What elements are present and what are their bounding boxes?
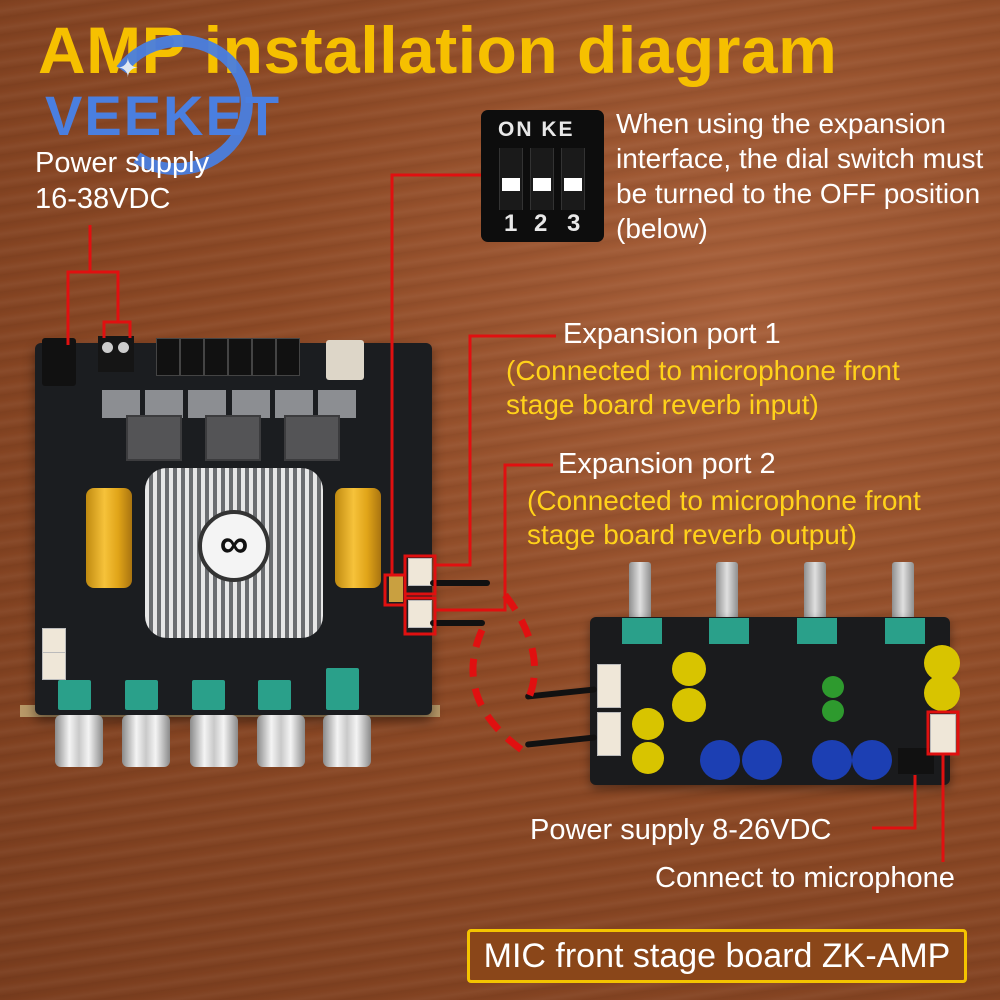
fan-icon: ∞ xyxy=(198,510,270,582)
mic-pot-shaft xyxy=(629,562,651,624)
logo-text: VEEKET xyxy=(45,84,282,147)
cable-port-2 xyxy=(430,620,485,626)
dip-number-3: 3 xyxy=(567,210,581,237)
dip-knob-1 xyxy=(502,178,520,191)
diagram-title: AMP installation diagram xyxy=(38,13,838,87)
mic-power-label: Power supply 8-26VDC xyxy=(530,814,832,846)
terminal-screw xyxy=(118,342,129,353)
expansion-port-1-connector xyxy=(408,558,432,586)
dip-slot-2 xyxy=(530,148,554,210)
usb-port xyxy=(326,340,364,380)
electrolytic-capacitor xyxy=(822,700,844,722)
microphone-label: Connect to microphone xyxy=(655,862,955,894)
dip-number-2: 2 xyxy=(534,210,548,237)
mic-pot xyxy=(622,618,662,644)
mic-pot-shaft xyxy=(892,562,914,624)
terminal-screw xyxy=(102,342,113,353)
dip-switch-header: ON KE xyxy=(498,118,575,141)
dip-switch-note: When using the expansion interface, the … xyxy=(616,108,984,244)
aux-connector xyxy=(42,628,66,656)
capacitor-block xyxy=(275,390,313,418)
dip-slot-3 xyxy=(561,148,585,210)
callout-line-terminal xyxy=(90,270,132,338)
sparkle-icon: ✦ xyxy=(117,53,139,83)
mic-pot xyxy=(885,618,925,644)
expansion-port-2-label: Expansion port 2 xyxy=(558,448,776,480)
cable-mic-output xyxy=(524,734,598,748)
dip-switch-on-board xyxy=(389,576,403,602)
electrolytic-capacitor xyxy=(742,740,782,780)
mic-pot-shaft xyxy=(716,562,738,624)
electrolytic-capacitor xyxy=(822,676,844,698)
speaker-terminal xyxy=(204,338,228,376)
electrolytic-capacitor xyxy=(812,740,852,780)
electrolytic-capacitor xyxy=(632,708,664,740)
amp-knob xyxy=(323,715,371,767)
amp-pot xyxy=(58,680,91,710)
mic-board-output-connector xyxy=(597,712,621,756)
filter-capacitor xyxy=(335,488,381,588)
capacitor-block xyxy=(318,390,356,418)
dc-jack xyxy=(42,338,76,386)
cable-port-1 xyxy=(430,580,490,586)
speaker-terminal xyxy=(276,338,300,376)
electrolytic-capacitor xyxy=(632,742,664,774)
cable-mic-input xyxy=(524,686,598,700)
veeket-logo: ✦ VEEKET xyxy=(45,23,295,187)
inductor xyxy=(284,415,340,461)
mic-board-name-badge: MIC front stage board ZK-AMP xyxy=(467,929,967,983)
callout-line-dc-jack xyxy=(66,225,92,345)
amp-pot xyxy=(258,680,291,710)
amp-power-label-line2: 16-38VDC xyxy=(35,183,171,215)
dip-knob-2 xyxy=(533,178,551,191)
inductor xyxy=(126,415,182,461)
electrolytic-capacitor xyxy=(672,688,706,722)
speaker-terminal xyxy=(156,338,180,376)
capacitor-block xyxy=(102,390,140,418)
amp-knob xyxy=(55,715,103,767)
aux-connector xyxy=(42,652,66,680)
amp-knob xyxy=(257,715,305,767)
dip-switch-illustration: ON KE 1 2 3 xyxy=(481,110,604,242)
electrolytic-capacitor xyxy=(672,652,706,686)
capacitor-block xyxy=(188,390,226,418)
inductor xyxy=(205,415,261,461)
power-terminal xyxy=(98,336,134,372)
expansion-port-1-description: (Connected to microphone front stage boa… xyxy=(506,355,900,420)
dip-number-1: 1 xyxy=(504,210,518,237)
amp-pot xyxy=(326,668,359,710)
microphone-connector xyxy=(930,714,956,754)
mic-pot-shaft xyxy=(804,562,826,624)
dashed-link-port-1 xyxy=(502,592,538,707)
amp-knob xyxy=(122,715,170,767)
amp-pot xyxy=(125,680,158,710)
electrolytic-capacitor xyxy=(924,675,960,711)
dashed-link-port-2 xyxy=(469,628,525,753)
dip-slot-1 xyxy=(499,148,523,210)
speaker-terminal xyxy=(252,338,276,376)
amp-knob xyxy=(190,715,238,767)
expansion-port-1-label: Expansion port 1 xyxy=(563,318,781,350)
expansion-port-2-description: (Connected to microphone front stage boa… xyxy=(527,485,921,550)
expansion-port-2-connector xyxy=(408,600,432,628)
speaker-terminal xyxy=(180,338,204,376)
amp-power-label: Power supply 16-38VDC xyxy=(35,145,209,217)
mic-pot xyxy=(797,618,837,644)
mic-pot xyxy=(709,618,749,644)
mic-board-input-connector xyxy=(597,664,621,708)
dip-knob-3 xyxy=(564,178,582,191)
mic-power-terminal xyxy=(898,748,934,774)
electrolytic-capacitor xyxy=(700,740,740,780)
filter-capacitor xyxy=(86,488,132,588)
amp-pot xyxy=(192,680,225,710)
capacitor-block xyxy=(145,390,183,418)
amp-power-label-line1: Power supply xyxy=(35,147,210,179)
electrolytic-capacitor xyxy=(852,740,892,780)
speaker-terminal xyxy=(228,338,252,376)
capacitor-block xyxy=(232,390,270,418)
